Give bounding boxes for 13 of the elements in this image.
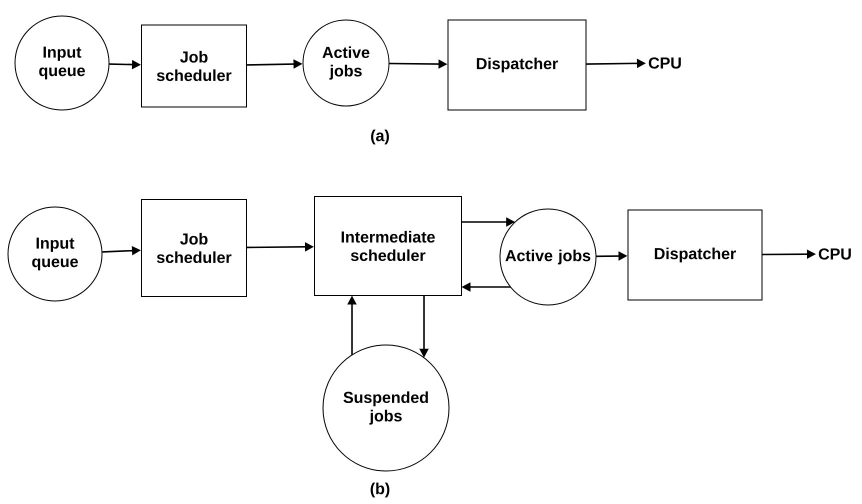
- output-label: CPU: [818, 248, 851, 260]
- panel-label: (a): [371, 130, 389, 144]
- process-box: Intermediate scheduler: [314, 196, 462, 296]
- circle-node: Input queue: [8, 206, 102, 302]
- process-box: Job scheduler: [141, 199, 247, 297]
- process-box: Job scheduler: [141, 24, 247, 108]
- process-box: Dispatcher: [628, 210, 762, 300]
- circle-node: Input queue: [14, 16, 110, 110]
- circle-node: Suspended jobs: [322, 344, 450, 472]
- circle-node: Active jobs: [302, 20, 390, 106]
- process-box: Dispatcher: [448, 20, 586, 110]
- circle-node: Active jobs: [500, 208, 596, 306]
- output-label: CPU: [648, 57, 681, 69]
